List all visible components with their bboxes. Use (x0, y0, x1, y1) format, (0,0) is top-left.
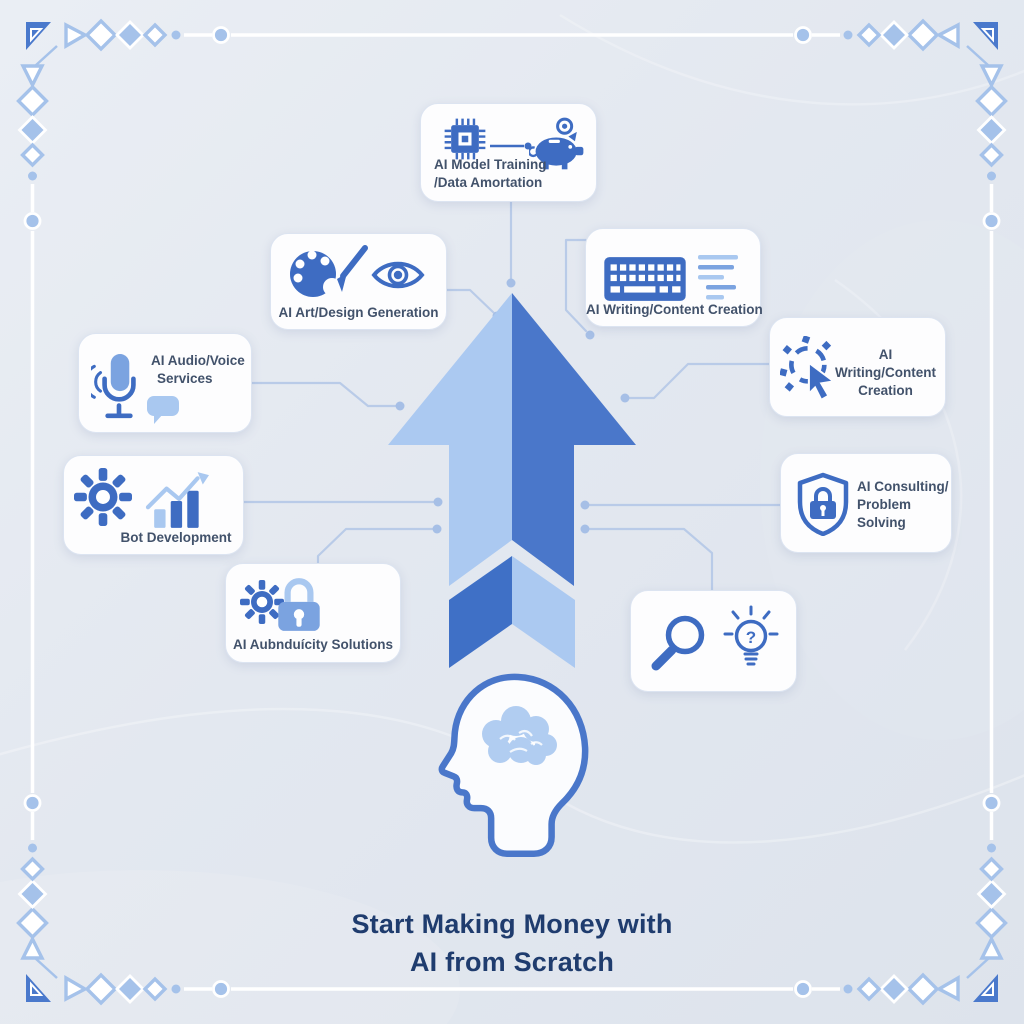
lightbulb-question-icon: ? (723, 605, 779, 666)
title-line-1: Start Making Money with (351, 909, 673, 939)
card-security-solutions: AI Aubnduícity Solutions (225, 563, 401, 663)
gear-icon (240, 580, 284, 624)
card-bot-development: Bot Development (63, 455, 244, 555)
main-title: Start Making Money with AI from Scratch (0, 906, 1024, 982)
chip-icon (444, 118, 486, 160)
head-silhouette (438, 673, 589, 857)
palette-brush-icon (290, 245, 368, 297)
growth-chart-icon (145, 472, 209, 528)
padlock-icon (278, 578, 320, 631)
flow-arrow-icon (490, 142, 532, 150)
card-label: Solving (857, 515, 906, 530)
connectors (240, 198, 782, 592)
eye-icon (371, 261, 425, 289)
card-ai-writing-cursor: AI Writing/Content Creation (769, 317, 946, 417)
card-ai-audio-voice: AI Audio/Voice Services (78, 333, 252, 433)
speech-bubble-icon (147, 396, 179, 424)
card-label: AI Aubnduícity Solutions (233, 637, 393, 652)
card-label: Problem (857, 497, 912, 512)
card-label: Bot Development (120, 530, 232, 545)
card-label: Services (157, 371, 213, 386)
corner-ornament (16, 18, 230, 230)
card-label: AI Model Training (434, 157, 547, 172)
upward-arrow (388, 293, 636, 668)
question-mark: ? (746, 628, 756, 647)
card-ai-writing-content: AI Writing/Content Creation (585, 228, 763, 327)
piggy-bank-icon (529, 117, 584, 170)
card-label-line: Creation (858, 382, 913, 398)
card-ai-model-training: AI Model Training /Data Amortation (420, 103, 597, 202)
border-ornaments (16, 18, 1008, 1005)
brain-icon (482, 706, 557, 765)
keyboard-icon (604, 257, 686, 301)
card-ai-art-design: AI Art/Design Generation (270, 233, 447, 330)
title-line-2: AI from Scratch (409, 946, 615, 977)
microphone-icon (91, 354, 136, 419)
card-label: AI Art/Design Generation (278, 305, 439, 320)
card-label: AI Writing/Content Creation (832, 346, 939, 399)
card-label: AI Audio/Voice (151, 353, 245, 368)
card-label-line: AI Writing/Content (835, 347, 936, 380)
edge-lines (30, 33, 994, 991)
card-ai-consulting: AI Consulting/ Problem Solving (780, 453, 952, 553)
magnifier-icon (651, 615, 705, 671)
card-search-ideas: ? (630, 590, 797, 692)
card-label: AI Consulting/ (857, 479, 949, 494)
gear-icon (74, 468, 132, 526)
text-lines-icon (698, 255, 738, 300)
card-label: /Data Amortation (434, 175, 543, 190)
dashed-circle-cursor-icon (780, 336, 837, 402)
shield-lock-icon (797, 472, 849, 536)
card-label: AI Writing/Content Creation (586, 302, 763, 317)
